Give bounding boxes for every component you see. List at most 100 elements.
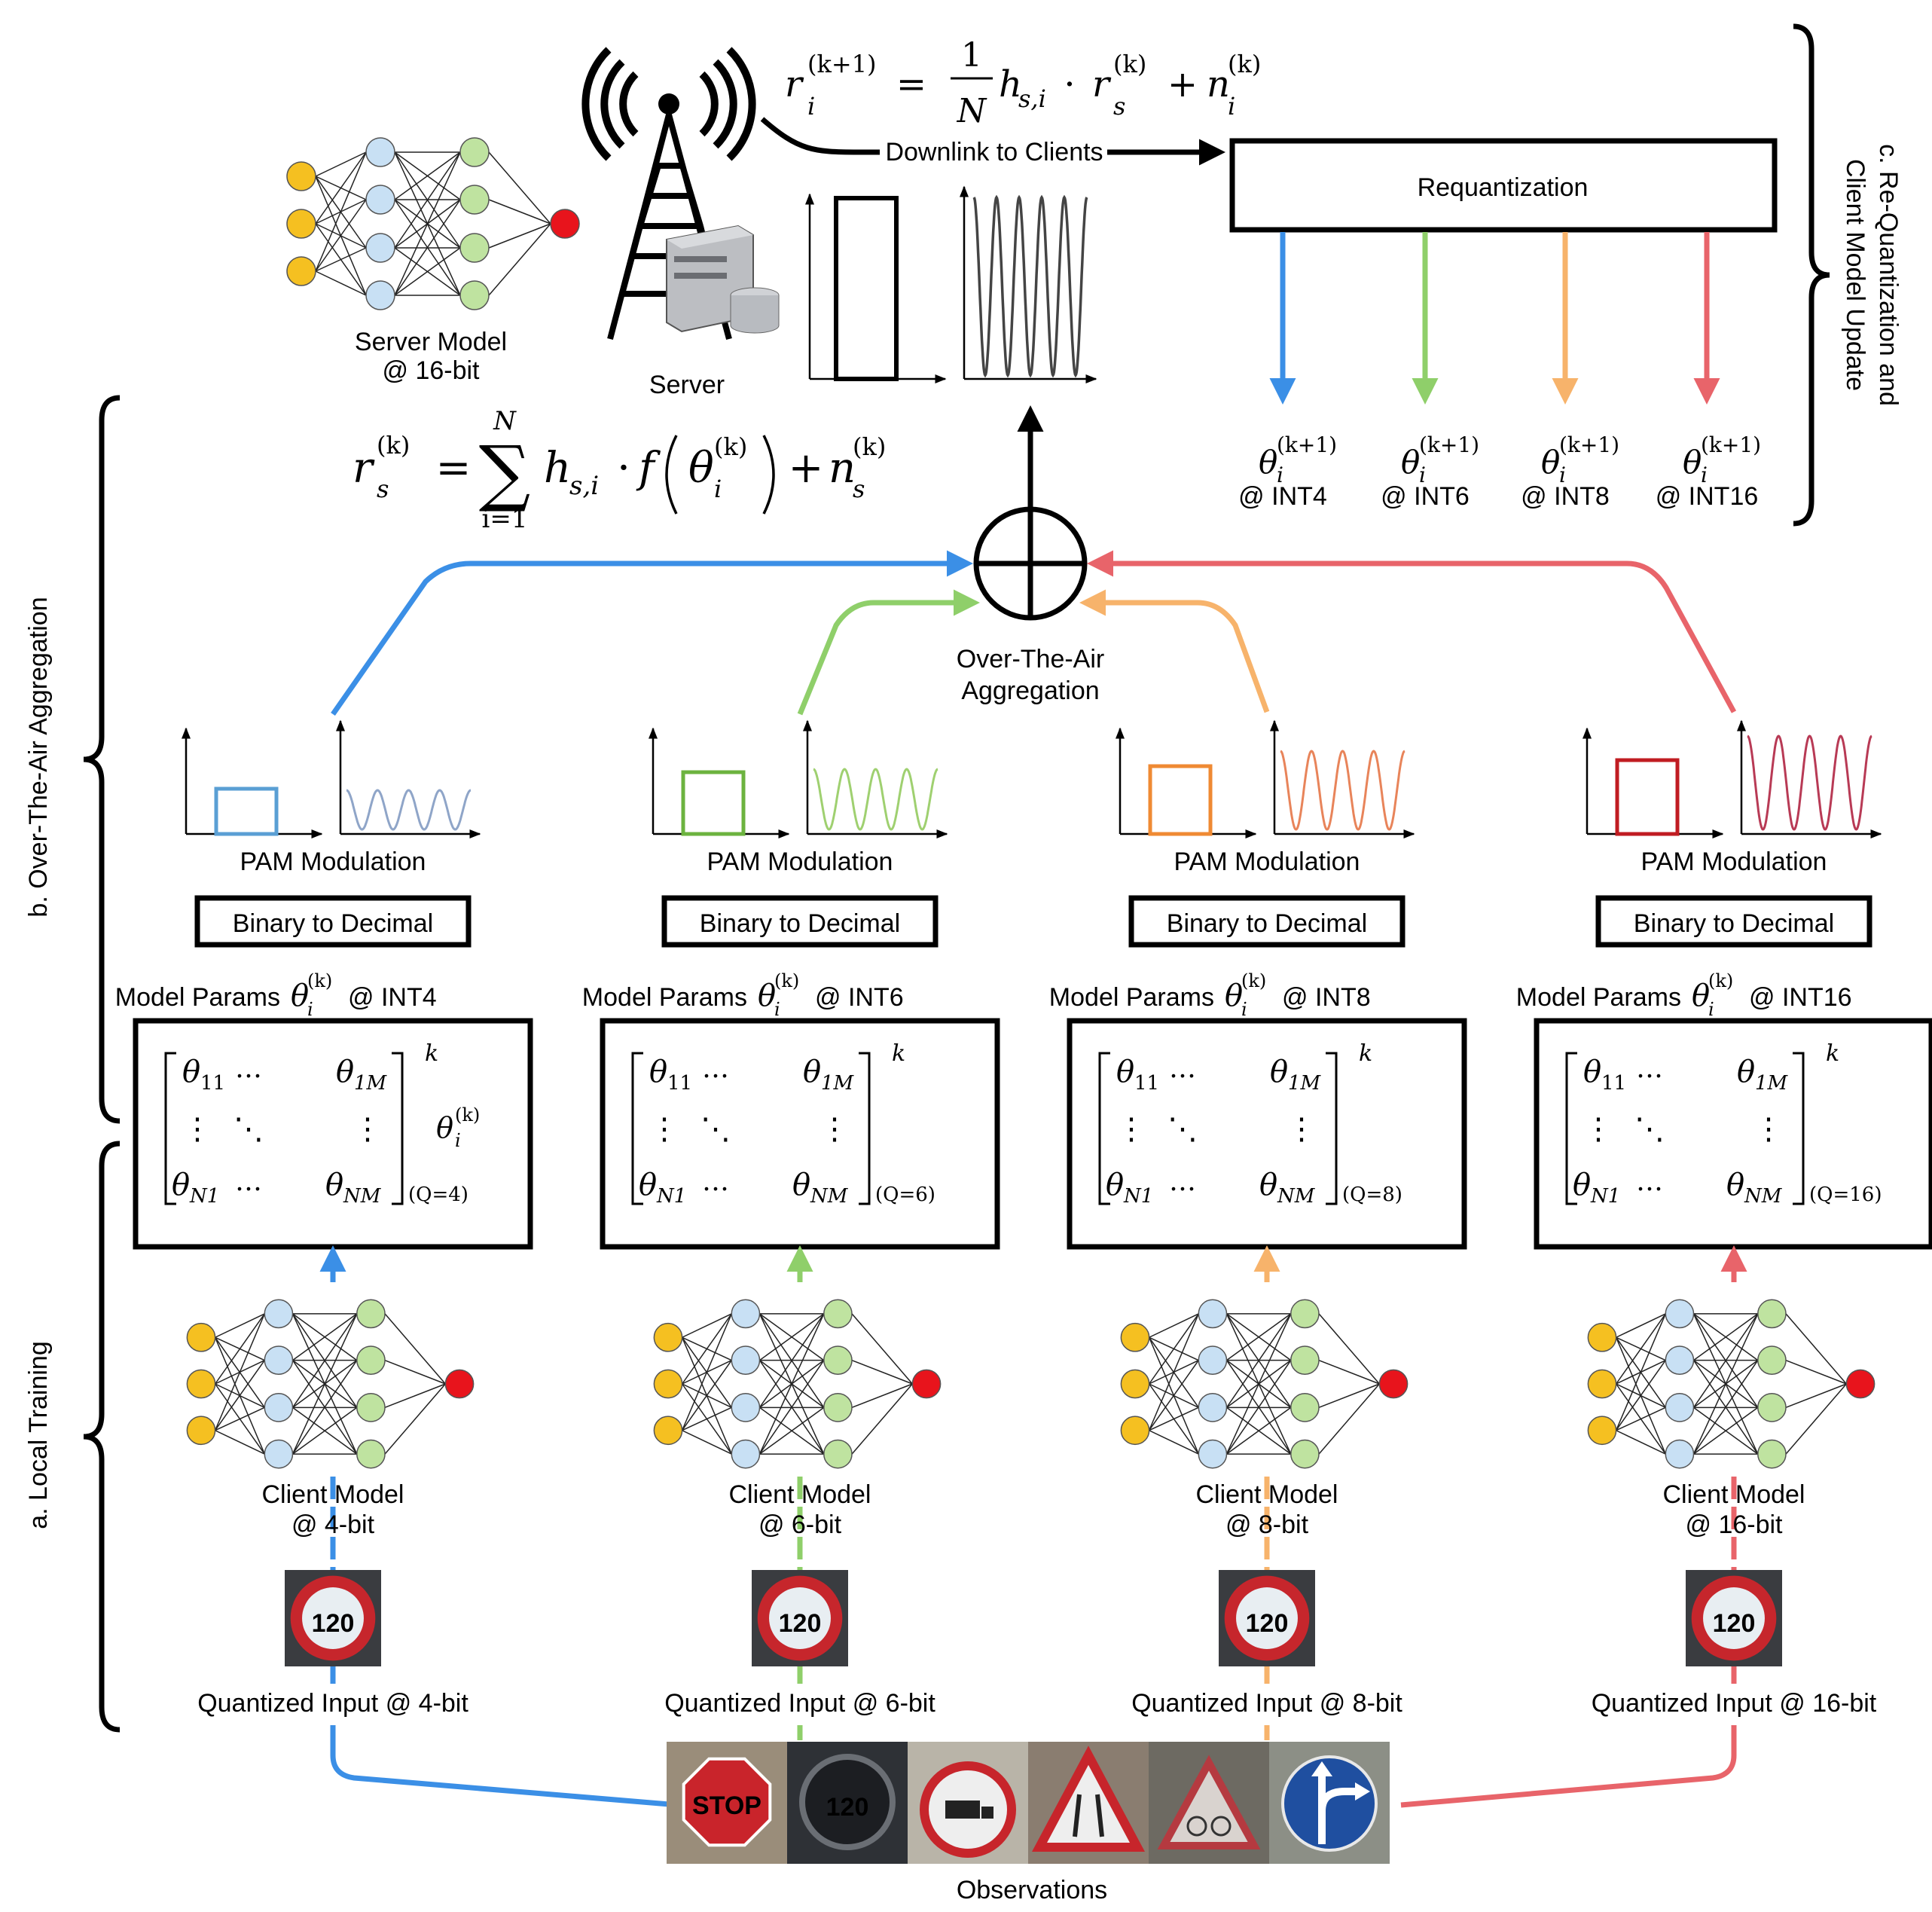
hidden-node <box>1290 1345 1320 1376</box>
matrix-entry: θ <box>172 1168 190 1202</box>
plot-axes <box>803 719 948 838</box>
bicycle-wheel <box>1186 1816 1207 1837</box>
network-edge <box>315 270 367 296</box>
pam-plots <box>182 719 481 838</box>
hidden-node <box>731 1345 761 1376</box>
matrix-bracket-left <box>1098 1052 1110 1205</box>
matrix-bracket-right <box>392 1052 404 1205</box>
input-node <box>653 1322 683 1352</box>
matrix-exponent: k <box>1826 1040 1839 1067</box>
stage-a-label: a. Local Training <box>24 1341 53 1529</box>
network-edge <box>1692 1313 1759 1408</box>
input-node <box>1120 1322 1150 1352</box>
matrix-border <box>1067 1018 1467 1250</box>
signal-wave <box>581 47 612 161</box>
eq-plus: + <box>789 444 824 493</box>
matrix-dots: ⋱ <box>700 1112 731 1147</box>
network-edge <box>1785 1313 1847 1385</box>
network-edge <box>1318 1313 1380 1385</box>
hidden-node <box>1665 1392 1695 1422</box>
theta-int-label: @ INT8 <box>1521 482 1610 511</box>
hidden-node <box>365 233 395 263</box>
theta-superscript: (k) <box>455 1104 480 1126</box>
hidden-node <box>1665 1299 1695 1329</box>
matrix-dots: … <box>1636 1166 1663 1197</box>
binary-to-decimal-box <box>1595 895 1872 948</box>
network-edge <box>1616 1360 1666 1431</box>
matrix-bracket-right <box>1793 1052 1805 1205</box>
client-model-label: Client Model <box>262 1480 404 1509</box>
network-edge <box>488 223 551 296</box>
hidden-node <box>1665 1439 1695 1469</box>
hidden-node <box>459 185 490 215</box>
stage-b-label: b. Over-The-Air Aggregation <box>24 597 53 917</box>
network-edge <box>291 1360 358 1455</box>
matrix-exponent: k <box>1359 1040 1372 1067</box>
matrix-entry: θ <box>182 1055 200 1089</box>
theta-symbol: θ <box>1225 979 1243 1013</box>
matrix-dots: ⋮ <box>819 1112 850 1147</box>
network-edge <box>1148 1313 1199 1431</box>
matrix-dots: ⋮ <box>1116 1112 1146 1147</box>
matrix-dots: ⋮ <box>1286 1112 1317 1147</box>
eq-equals: = <box>436 444 472 493</box>
eq-subscript: s <box>377 475 389 503</box>
matrix-dots: ⋱ <box>1167 1112 1198 1147</box>
road-narrows-lines <box>1073 1794 1104 1837</box>
client-model-network <box>186 1299 475 1469</box>
network-edge <box>759 1313 825 1361</box>
theta-int-label: @ INT4 <box>1238 482 1327 511</box>
network-edge <box>851 1313 913 1385</box>
eq-dot: · <box>1064 63 1075 105</box>
theta-superscript: (k+1) <box>1559 432 1619 457</box>
matrix-entry: θ <box>325 1168 343 1202</box>
client-model-bits: @ 8-bit <box>1225 1510 1309 1539</box>
input-node <box>1587 1369 1617 1399</box>
network-edge <box>1318 1383 1380 1455</box>
client-uplink-curve <box>797 589 980 716</box>
hidden-node <box>365 185 395 215</box>
matrix-exponent: k <box>425 1040 438 1067</box>
network-edge <box>1785 1359 1847 1385</box>
client-model-network <box>1587 1299 1876 1469</box>
pam-label: PAM Modulation <box>1174 848 1360 876</box>
stage-c-label: c. Re-Quantization and <box>1874 144 1903 406</box>
network-edge <box>1785 1383 1847 1455</box>
quantized-input-label: Quantized Input @ 4-bit <box>197 1689 469 1718</box>
eq-symbol: f <box>636 444 661 493</box>
server-slot <box>674 273 727 279</box>
network-edge <box>394 199 461 296</box>
speed-sign <box>799 1754 896 1850</box>
network-edge <box>315 151 367 177</box>
eq-subscript: i <box>1228 92 1235 121</box>
client-update-label: θ(k+1)i@ INT16 <box>1656 432 1761 511</box>
theta-int-label: @ INT6 <box>1381 482 1470 511</box>
network-edges <box>315 151 551 296</box>
matrix-entry: θ <box>803 1055 821 1089</box>
matrix-dots: ⋮ <box>649 1112 679 1147</box>
server-slot <box>674 256 727 262</box>
paren-left <box>665 435 678 515</box>
matrix-entry-sub: N1 <box>656 1185 686 1208</box>
network-edge <box>851 1359 913 1385</box>
sinusoid-wave <box>1747 735 1872 831</box>
input-node <box>1120 1369 1150 1399</box>
sign-number: 120 <box>312 1609 355 1638</box>
binary-to-decimal-label: Binary to Decimal <box>233 909 433 938</box>
pam-pulse <box>214 786 279 836</box>
sign-number: 120 <box>1246 1609 1289 1638</box>
direction-sign <box>1281 1755 1378 1852</box>
matrix-entry: θ <box>792 1168 810 1202</box>
matrix-entry: θ <box>639 1168 657 1202</box>
network-edge <box>315 199 367 272</box>
hidden-node <box>356 1345 386 1376</box>
pam-label: PAM Modulation <box>1641 848 1827 876</box>
matrix-entry-sub: N1 <box>1590 1185 1620 1208</box>
eq-superscript: (k) <box>1228 50 1261 78</box>
theta-superscript: (k) <box>774 970 799 991</box>
